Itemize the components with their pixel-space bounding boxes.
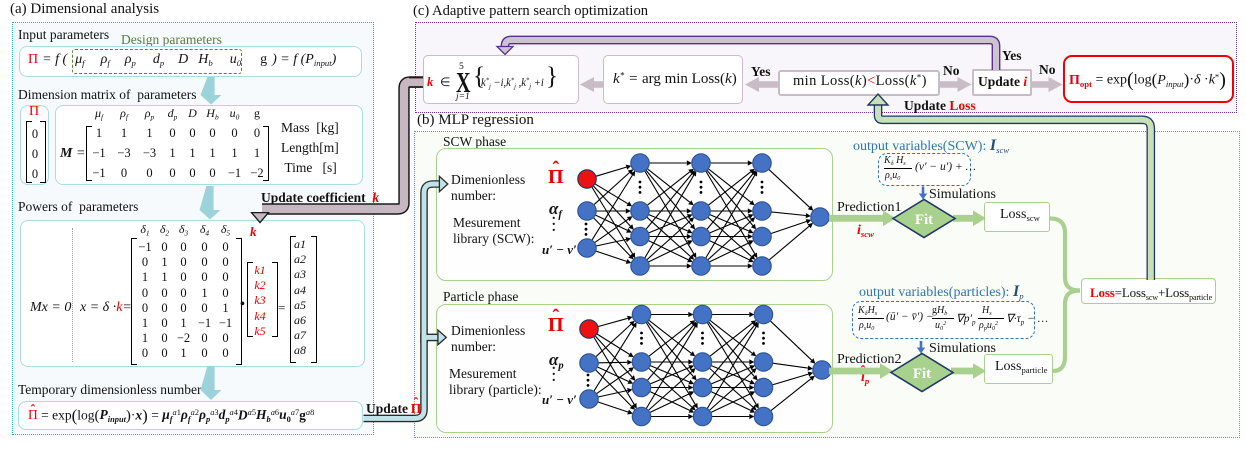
- svg-text:Fit: Fit: [915, 212, 933, 228]
- svg-text:Fit: Fit: [913, 366, 931, 382]
